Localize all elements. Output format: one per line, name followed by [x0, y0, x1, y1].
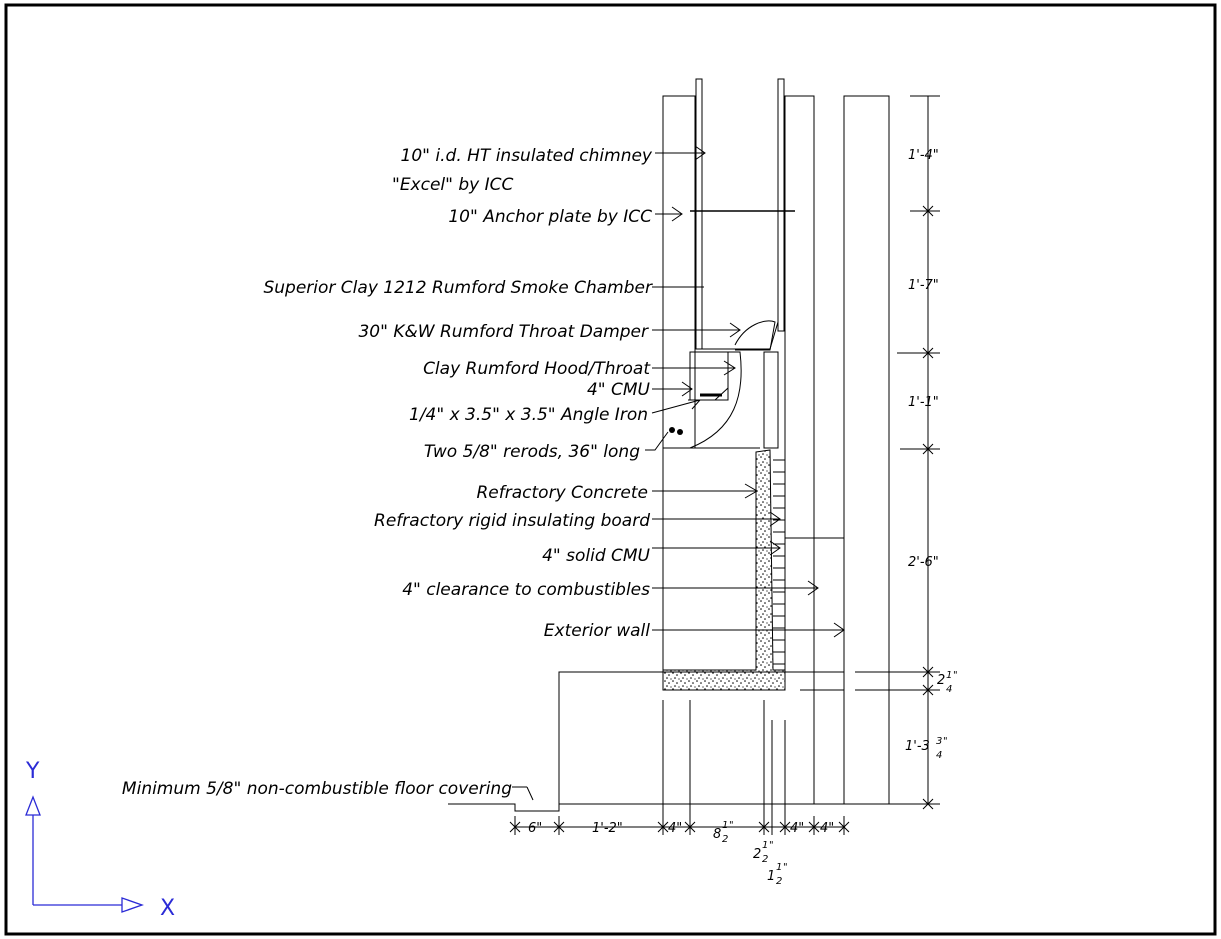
refractory-concrete [662, 449, 786, 691]
dim-v-2: 1'-7" [908, 278, 939, 293]
dim-v-4: 2'-6" [908, 555, 939, 570]
drawing-border [4, 3, 1217, 936]
label-refractory-concrete: Refractory Concrete [477, 483, 649, 503]
floor-covering [448, 803, 935, 812]
dim-h-3: 4" [668, 821, 682, 836]
dim-h-6: 4" [820, 821, 834, 836]
leader-lines [512, 145, 845, 801]
dim-h-7-den: 2 [762, 854, 768, 865]
dim-h-4-whole: 8 [713, 827, 721, 842]
label-insulating-board: Refractory rigid insulating board [374, 511, 650, 531]
dim-h-4-num: 1 [722, 820, 728, 831]
clay-hood-throat [662, 351, 742, 449]
dim-v-6-pre: 1'-3 [905, 739, 930, 754]
dim-h-7-num: 1 [762, 840, 768, 851]
dim-h-4-den: 2 [722, 834, 728, 845]
insulating-board [773, 459, 785, 665]
label-anchor-plate: 10" Anchor plate by ICC [448, 207, 652, 227]
label-chimney-1: 10" i.d. HT insulated chimney [401, 146, 653, 166]
label-clearance: 4" clearance to combustibles [402, 580, 650, 600]
ucs-y-label: Y [25, 759, 40, 784]
horizontal-dimension-line [509, 700, 850, 835]
chimney-pipe-right [777, 78, 785, 332]
dim-v-6-unit: " [943, 736, 948, 747]
exterior-wall [843, 95, 890, 805]
dim-h-1: 6" [528, 821, 542, 836]
dim-h-8-den: 2 [776, 876, 782, 887]
dim-v-6-den: 4 [936, 750, 942, 761]
label-floor-covering: Minimum 5/8" non-combustible floor cover… [122, 779, 512, 799]
dim-v-5-num: 1 [946, 670, 952, 681]
dim-v-6-num: 3 [936, 736, 942, 747]
dim-h-2: 1'-2" [592, 821, 623, 836]
dim-h-5: 4" [790, 821, 804, 836]
label-throat-damper: 30" K&W Rumford Throat Damper [358, 322, 649, 342]
label-solid-cmu: 4" solid CMU [542, 546, 650, 566]
dim-h-8-num: 1 [776, 862, 782, 873]
dim-h-4-unit: " [729, 820, 734, 831]
label-hood-throat: Clay Rumford Hood/Throat [423, 359, 651, 379]
ucs-x-label: X [160, 896, 175, 921]
label-smoke-chamber: Superior Clay 1212 Rumford Smoke Chamber [263, 278, 653, 298]
label-cmu: 4" CMU [587, 380, 651, 400]
label-rerods: Two 5/8" rerods, 36" long [424, 442, 640, 462]
rerod-1 [669, 427, 675, 433]
chimney-pipe-left [695, 78, 703, 350]
rerod-2 [677, 429, 683, 435]
dim-v-5-whole: 2 [937, 673, 945, 688]
dim-v-3: 1'-1" [908, 395, 939, 410]
dim-v-5-unit: " [953, 670, 958, 681]
dim-v-5-den: 4 [946, 684, 952, 695]
masonry-wall [784, 95, 815, 673]
foundation-slab [558, 671, 815, 805]
dim-h-8-unit: " [783, 862, 788, 873]
label-exterior-wall: Exterior wall [544, 621, 650, 641]
label-chimney-2: "Excel" by ICC [392, 175, 514, 195]
throat-damper [734, 320, 776, 351]
dim-v-1: 1'-4" [908, 148, 939, 163]
label-angle-iron: 1/4" x 3.5" x 3.5" Angle Iron [409, 405, 648, 425]
dim-h-7-whole: 2 [753, 847, 761, 862]
dim-h-7-unit: " [769, 840, 774, 851]
vertical-dimension-line [855, 95, 940, 810]
dim-h-8-whole: 1 [767, 869, 775, 884]
ucs-icon [25, 795, 144, 913]
